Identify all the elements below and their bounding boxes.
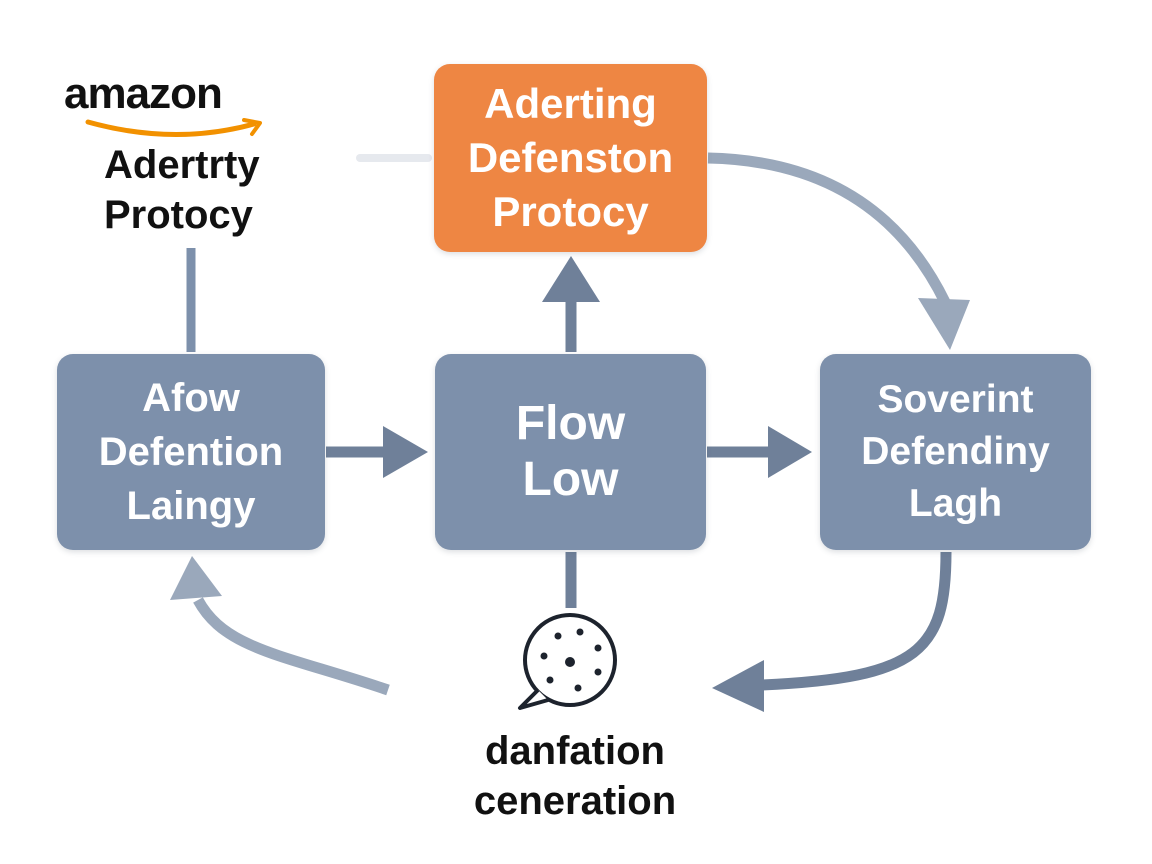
node-left-line-1: Afow <box>142 376 240 420</box>
node-right-line-1: Soverint <box>877 378 1034 421</box>
node-center-box: Flow Low <box>435 354 706 550</box>
node-left-box: Afow Defention Laingy <box>57 354 325 550</box>
node-left-line-2: Defention <box>98 430 284 474</box>
node-right-line-2: Defendiny <box>861 430 1050 473</box>
node-center-line-1: Flow <box>515 397 626 450</box>
amazon-logo: amazon <box>64 69 223 118</box>
brand-title-line-2: Protocy <box>104 193 253 237</box>
node-bottom-line-1: danfation <box>485 729 665 773</box>
brand-title-line-1: Adertrty <box>104 143 260 187</box>
arrow-center-to-right <box>707 426 812 478</box>
node-top-line-3: Protocy <box>492 188 649 235</box>
amazon-smile-icon <box>85 118 262 137</box>
arrow-center-to-top <box>542 256 600 352</box>
arrow-left-to-center <box>326 426 428 478</box>
node-right-line-3: Lagh <box>908 482 1003 525</box>
node-bottom-label: danfation ceneration <box>430 726 720 826</box>
node-right-box: Soverint Defendiny Lagh <box>820 354 1091 550</box>
node-top-line-1: Aderting <box>484 80 657 127</box>
node-left-line-3: Laingy <box>126 484 256 528</box>
chat-bubble-icon <box>518 613 617 710</box>
arrow-bottom-to-left <box>170 556 390 696</box>
arrow-right-to-bottom <box>712 551 952 712</box>
arrow-top-to-right <box>707 152 970 350</box>
node-center-line-2: Low <box>522 453 619 506</box>
node-bottom-line-2: ceneration <box>473 779 677 823</box>
brand-block: amazon Adertrty Protocy <box>64 70 294 240</box>
node-top-box: Aderting Defenston Protocy <box>434 64 707 252</box>
node-top-line-2: Defenston <box>467 134 674 181</box>
